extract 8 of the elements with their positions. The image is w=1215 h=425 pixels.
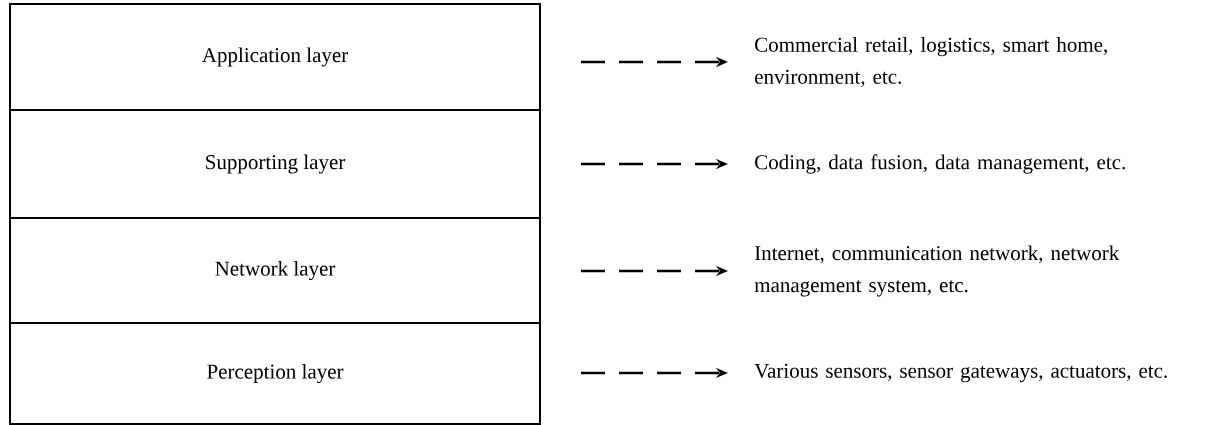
description-text: Various sensors, sensor gateways, actuators, etc. bbox=[754, 363, 1167, 383]
description-text: Internet, communication network, network management system, etc. bbox=[754, 245, 1120, 297]
layer-box: Perception layer bbox=[9, 322, 541, 425]
description-text: Commercial retail, logistics, smart home, environment, etc. bbox=[755, 37, 1107, 87]
layer-box: Application layer bbox=[9, 3, 541, 111]
description-text: Coding, data fusion, data management, etc. bbox=[755, 154, 1125, 174]
layer-box: Network layer bbox=[9, 217, 541, 324]
layer-box: Supporting layer bbox=[9, 109, 541, 219]
